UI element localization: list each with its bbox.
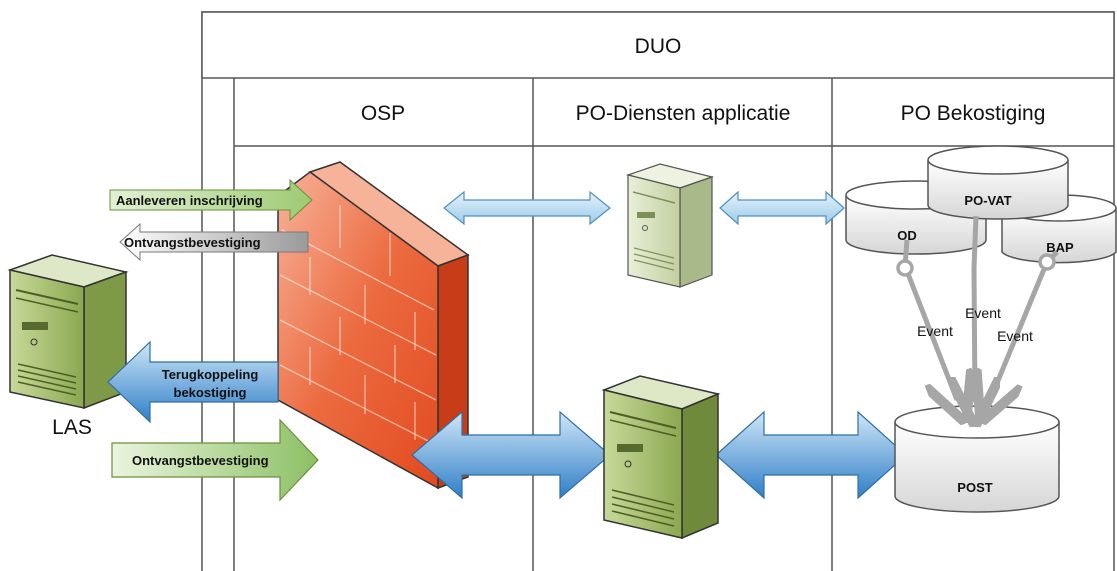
ontvangst-bottom-label: Ontvangstbevestiging (132, 453, 269, 468)
database-po-vat-label: PO-VAT (964, 193, 1011, 208)
ontvangst-top-arrow: Ontvangstbevestiging (119, 222, 309, 262)
pool-title: DUO (635, 35, 682, 58)
database-post-icon: POST (894, 405, 1060, 513)
top-double-arrow-2 (719, 190, 845, 226)
event-source-od (896, 259, 914, 277)
ontvangst-bottom-arrow: Ontvangstbevestiging (111, 418, 319, 502)
event-label-2: Event (965, 305, 1001, 321)
po-diensten-server-small-icon (625, 163, 715, 288)
po-diensten-server-icon (601, 375, 721, 540)
database-od-label: OD (897, 228, 917, 243)
lane-po-bekostiging-label: PO Bekostiging (901, 102, 1046, 125)
lane-po-diensten-label: PO-Diensten applicatie (576, 102, 791, 125)
terugkoppeling-label-1: Terugkoppeling (162, 367, 259, 382)
database-po-vat-icon: PO-VAT (927, 145, 1069, 220)
aanleveren-label: Aanleveren inschrijving (116, 193, 263, 208)
aanleveren-arrow: Aanleveren inschrijving (109, 178, 313, 222)
las-server-icon (7, 254, 129, 410)
top-double-arrow-1 (443, 190, 611, 226)
terugkoppeling-arrow: Terugkoppeling bekostiging (107, 340, 279, 424)
event-label-1: Event (917, 323, 953, 339)
ontvangst-top-label: Ontvangstbevestiging (124, 235, 261, 250)
las-label: LAS (52, 416, 92, 439)
event-label-3: Event (997, 328, 1033, 344)
terugkoppeling-label-2: bekostiging (174, 385, 247, 400)
database-post-label: POST (957, 480, 992, 495)
database-bap-label: BAP (1046, 240, 1074, 255)
lane-osp-label: OSP (361, 102, 405, 125)
event-source-bap (1038, 253, 1056, 271)
